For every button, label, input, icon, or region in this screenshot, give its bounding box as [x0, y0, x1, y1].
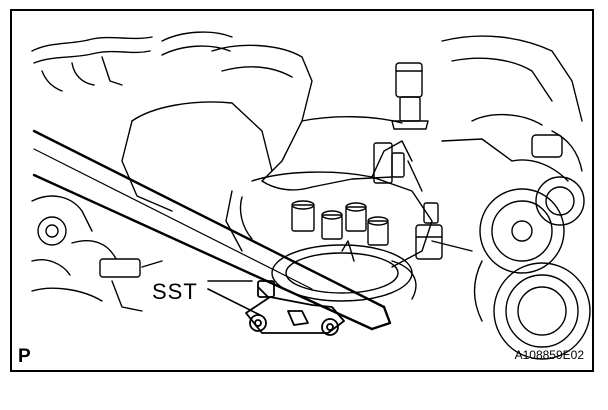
center-block — [225, 140, 443, 268]
top-bolt — [391, 62, 429, 130]
illustration-frame: SST P A108859E02 — [10, 9, 594, 372]
sst-label: SST — [152, 279, 198, 304]
figure-code: A108859E02 — [514, 348, 584, 362]
upper-left-hoses — [31, 31, 233, 92]
sst-bracket — [245, 280, 345, 336]
corner-letter: P — [18, 346, 31, 367]
sst-leader-lines — [207, 280, 261, 316]
right-pulleys — [431, 176, 591, 360]
sst-bar-inner-line — [33, 148, 313, 290]
intake-housing — [121, 44, 403, 212]
left-components — [31, 195, 163, 312]
crank-pulley — [271, 240, 417, 302]
upper-right-assembly — [441, 35, 583, 182]
engine-illustration — [31, 31, 591, 360]
sst-bar — [32, 129, 392, 331]
